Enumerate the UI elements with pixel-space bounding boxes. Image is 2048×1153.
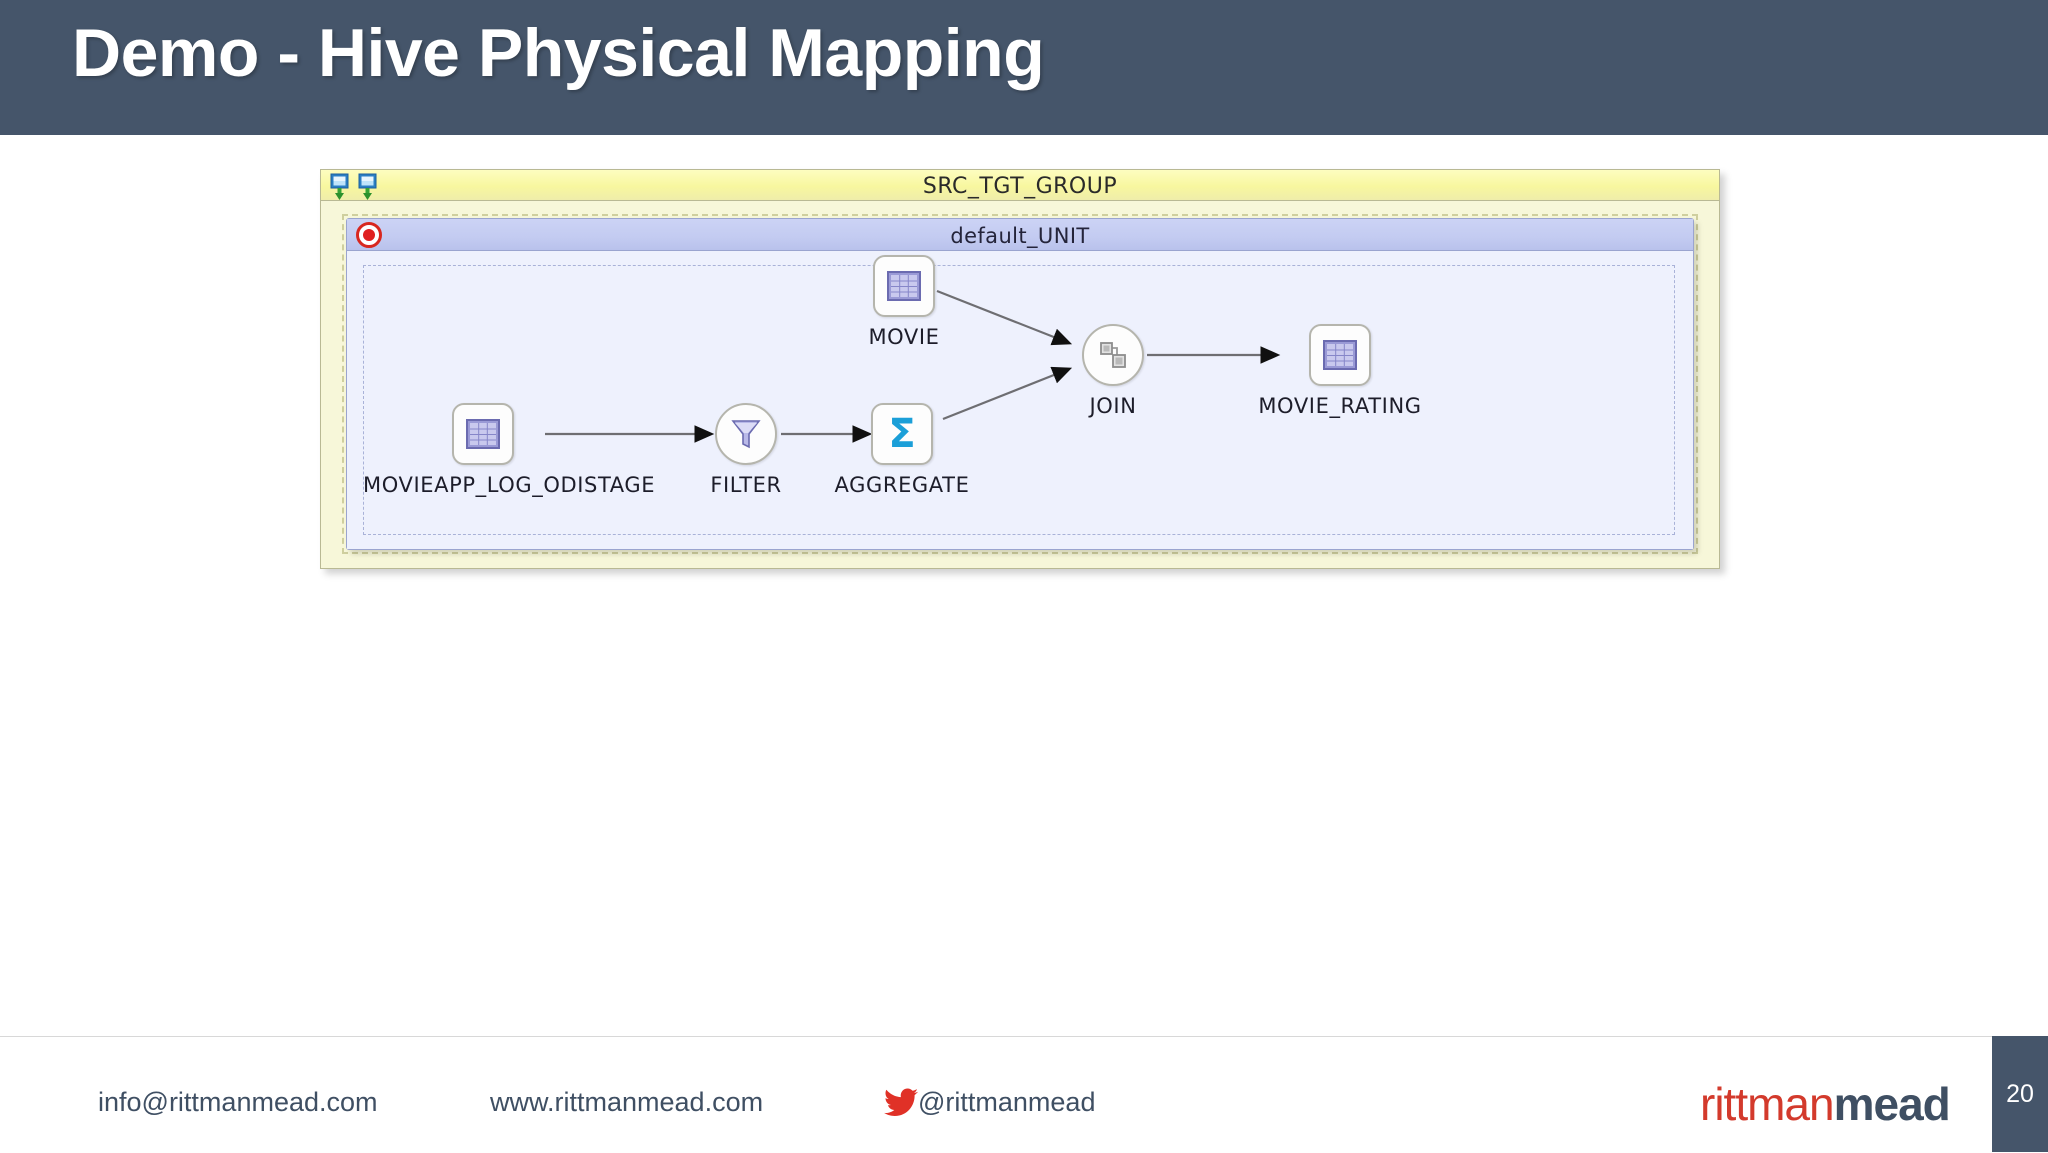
node-join-label: JOIN — [1089, 394, 1137, 418]
table-icon — [1323, 340, 1357, 370]
node-movieapp-log-odistage-label: MOVIEAPP_LOG_ODISTAGE — [363, 473, 656, 497]
group-title: SRC_TGT_GROUP — [922, 174, 1118, 199]
node-aggregate[interactable]: Σ AGGREGATE — [821, 403, 983, 497]
unit-canvas[interactable]: MOVIE — [347, 251, 1693, 549]
footer-email[interactable]: info@rittmanmead.com — [98, 1087, 378, 1117]
canvas-dashed-border — [363, 265, 1675, 535]
join-icon — [1100, 342, 1126, 368]
funnel-icon — [731, 420, 761, 449]
mapping-group-panel[interactable]: SRC_TGT_GROUP default_UNIT — [320, 169, 1720, 569]
twitter-icon[interactable] — [884, 1088, 918, 1118]
group-inner-dashed-border — [342, 214, 1698, 554]
node-movie[interactable]: MOVIE — [844, 255, 964, 349]
page-number-block: 20 — [1992, 1036, 2048, 1152]
brand-logo: rittmanmead — [1700, 1077, 1951, 1131]
group-icon-row — [329, 173, 379, 201]
sigma-icon: Σ — [888, 411, 916, 457]
node-movie-rating-label: MOVIE_RATING — [1258, 394, 1422, 418]
table-icon — [887, 271, 921, 301]
execution-unit-panel[interactable]: default_UNIT — [346, 218, 1694, 550]
node-filter-circle[interactable] — [715, 403, 777, 465]
node-movie-rating[interactable]: MOVIE_RATING — [1245, 324, 1435, 418]
footer-twitter-handle[interactable]: @rittmanmead — [918, 1087, 1096, 1117]
table-icon — [466, 419, 500, 449]
unit-icon-wrap — [356, 222, 382, 248]
node-movie-rating-box[interactable] — [1309, 324, 1371, 386]
unit-title: default_UNIT — [950, 224, 1090, 248]
group-titlebar[interactable]: SRC_TGT_GROUP — [321, 170, 1719, 201]
node-join[interactable]: JOIN — [1055, 324, 1171, 418]
brand-logo-part1: rittman — [1700, 1078, 1835, 1130]
import-table-icon[interactable] — [357, 173, 379, 201]
node-movieapp-log-odistage-box[interactable] — [452, 403, 514, 465]
slide-footer — [0, 1036, 2048, 1153]
node-movieapp-log-odistage[interactable]: MOVIEAPP_LOG_ODISTAGE — [363, 403, 656, 497]
target-icon[interactable] — [356, 222, 382, 248]
node-filter[interactable]: FILTER — [688, 403, 804, 497]
slide-header: Demo - Hive Physical Mapping — [0, 0, 2048, 135]
node-join-circle[interactable] — [1082, 324, 1144, 386]
brand-logo-part2: mead — [1833, 1078, 1951, 1130]
node-filter-label: FILTER — [710, 473, 782, 497]
page-title: Demo - Hive Physical Mapping — [72, 15, 1045, 91]
node-movie-label: MOVIE — [868, 325, 940, 349]
unit-titlebar[interactable]: default_UNIT — [347, 219, 1693, 251]
footer-website[interactable]: www.rittmanmead.com — [490, 1087, 764, 1117]
node-movie-box[interactable] — [873, 255, 935, 317]
import-table-icon[interactable] — [329, 173, 351, 201]
page-number: 20 — [2006, 1080, 2034, 1108]
node-aggregate-box[interactable]: Σ — [871, 403, 933, 465]
node-aggregate-label: AGGREGATE — [834, 473, 970, 497]
